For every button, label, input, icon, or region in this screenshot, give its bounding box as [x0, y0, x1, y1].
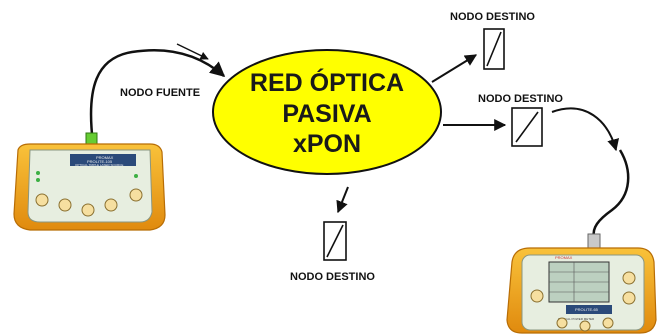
source-brand: PROMAX: [96, 155, 114, 160]
meter-connector: [587, 233, 601, 249]
source-button-2: [58, 198, 72, 212]
power-meter-device: PROLITE-65 OPTICAL POWER METER PROMAX: [506, 233, 657, 334]
network-ellipse: [212, 49, 442, 175]
source-button-3: [81, 203, 95, 217]
source-node-label: NODO FUENTE: [120, 87, 200, 99]
source-led-3: [134, 174, 138, 178]
top-destination-node: [483, 28, 505, 70]
signal-direction-arrow: [176, 43, 209, 60]
source-led-1: [36, 171, 40, 175]
top-destination-label: NODO DESTINO: [450, 11, 535, 23]
source-model: PROLITE-105: [87, 159, 113, 164]
network-title-line2: PASIVA: [282, 100, 371, 128]
source-fiber-cable: [89, 48, 226, 135]
source-button-1: [35, 193, 49, 207]
right-destination-label: NODO DESTINO: [478, 93, 563, 105]
arrow-to-top-destination: [431, 54, 478, 83]
source-button-4: [104, 198, 118, 212]
laser-source-device: PROMAX PROLITE-105 OPTICAL TRIPLE LASER …: [13, 132, 166, 231]
meter-model-banner: [566, 305, 612, 314]
meter-subtitle: OPTICAL POWER METER: [558, 317, 595, 321]
meter-fiber-cable: [592, 149, 630, 238]
source-model-banner: [70, 154, 136, 166]
right-destination-node: [511, 107, 543, 147]
source-button-5: [129, 188, 143, 202]
passive-optical-network: RED ÓPTICA PASIVA xPON: [212, 49, 442, 175]
meter-button-2: [579, 320, 591, 332]
source-led-2: [36, 178, 40, 182]
network-title-line1: RED ÓPTICA: [250, 67, 404, 97]
meter-power-button: [530, 289, 544, 303]
network-title-line3: xPON: [293, 130, 361, 158]
curved-arrow-to-meter: [551, 107, 620, 152]
meter-button-3: [602, 317, 614, 329]
source-subtitle: OPTICAL TRIPLE LASER SOURCE: [75, 163, 123, 167]
meter-brand: PROMAX: [555, 255, 573, 260]
meter-down-button: [622, 291, 636, 305]
meter-model: PROLITE-65: [575, 307, 599, 312]
meter-up-button: [622, 271, 636, 285]
bottom-destination-node: [323, 221, 347, 261]
meter-button-1: [556, 317, 568, 329]
bottom-destination-label: NODO DESTINO: [290, 271, 375, 283]
arrow-to-bottom-destination: [336, 186, 349, 214]
